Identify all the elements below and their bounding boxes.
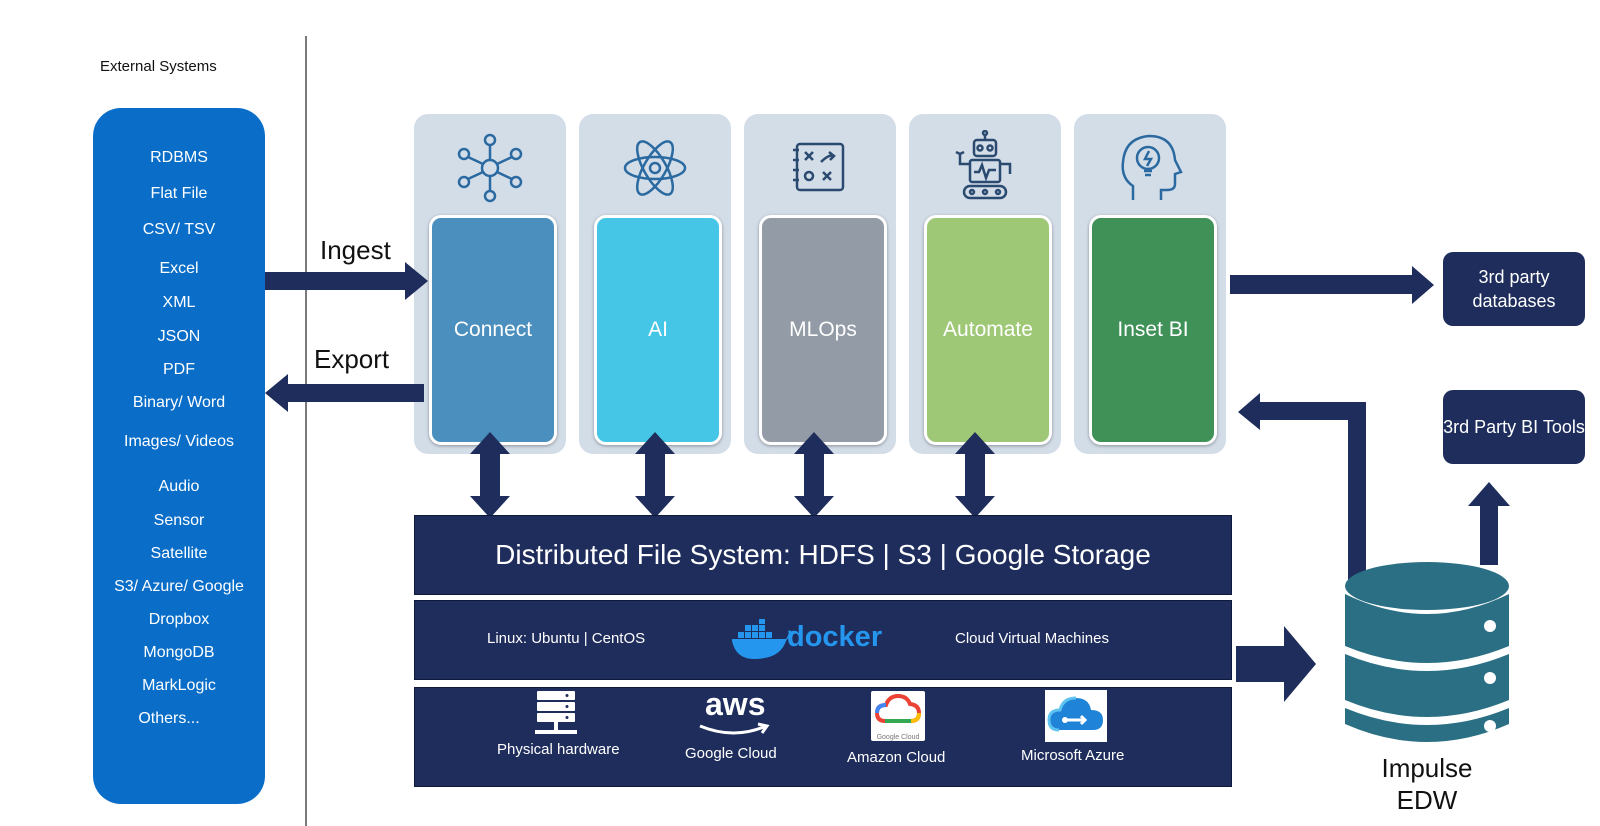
network-hub-icon	[457, 133, 523, 203]
head-lightbulb-icon	[1121, 134, 1183, 200]
infra-label: Microsoft Azure	[1021, 747, 1125, 764]
inset-bi-module: Inset BI	[1089, 215, 1217, 445]
vertical-divider	[305, 36, 307, 826]
external-systems-title: External Systems	[100, 58, 217, 75]
mlops-dfs-arrow	[794, 432, 834, 518]
robot-icon	[955, 130, 1012, 200]
module-label: Connect	[453, 318, 533, 341]
external-systems-panel: RDBMS Flat File CSV/ TSV Excel XML JSON …	[93, 108, 265, 804]
server-rack-icon	[535, 691, 577, 734]
strategy-board-icon	[793, 142, 845, 192]
aws-logo-icon: aws	[705, 686, 766, 722]
module-label: MLOps	[789, 318, 857, 341]
external-item: PDF	[163, 361, 195, 378]
edw-to-bi-tools-arrow	[1468, 482, 1510, 565]
external-item: S3/ Azure/ Google	[114, 578, 244, 595]
external-item: XML	[162, 294, 196, 311]
infra-label: Physical hardware	[497, 741, 620, 758]
automate-module: Automate	[924, 215, 1052, 445]
ai-module: AI	[594, 215, 722, 445]
module-label: Automate	[943, 318, 1033, 341]
third-party-bi-tools-label: 3rd Party BI Tools	[1443, 417, 1585, 437]
external-item: Sensor	[153, 512, 205, 529]
automate-dfs-arrow	[955, 432, 995, 518]
ai-dfs-arrow	[635, 432, 675, 518]
infra-label: Google Cloud	[685, 745, 777, 762]
external-item: Excel	[159, 260, 199, 277]
aws-smile-icon	[699, 722, 770, 735]
module-label: AI	[648, 318, 668, 341]
edw-label: Impulse EDW	[1381, 753, 1473, 815]
edw-database-icon	[1345, 562, 1509, 742]
ingest-label: Ingest	[320, 235, 391, 265]
external-item: Audio	[158, 478, 200, 495]
export-label: Export	[314, 344, 390, 374]
docker-whale-icon	[732, 619, 792, 659]
third-party-databases-label: 3rd party databases	[1472, 267, 1556, 311]
cloud-vm-label: Cloud Virtual Machines	[955, 630, 1109, 647]
external-item: Satellite	[150, 545, 208, 562]
infra-label: Amazon Cloud	[847, 749, 946, 766]
google-cloud-logo-text: Google Cloud	[876, 734, 920, 741]
third-party-databases-box: 3rd party databases	[1443, 252, 1585, 326]
docker-logo-text: docker	[787, 621, 883, 653]
external-item: Dropbox	[148, 611, 210, 628]
export-arrow	[265, 374, 424, 412]
linux-label: Linux: Ubuntu | CentOS	[487, 630, 646, 647]
infra-to-edw-arrow	[1236, 626, 1316, 702]
databases-arrow	[1230, 266, 1434, 304]
distributed-file-system-band: Distributed File System: HDFS | S3 | Goo…	[414, 515, 1232, 595]
external-item: Flat File	[150, 185, 208, 202]
google-cloud-logo-icon: Google Cloud	[871, 691, 925, 741]
platform-band: Linux: Ubuntu | CentOS docker Cloud Virt…	[414, 600, 1232, 680]
mlops-module: MLOps	[759, 215, 887, 445]
external-item: Others...	[138, 710, 200, 727]
module-label: Inset BI	[1117, 318, 1189, 341]
third-party-bi-tools-box: 3rd Party BI Tools	[1443, 390, 1585, 464]
external-item: RDBMS	[150, 149, 208, 166]
external-item: CSV/ TSV	[142, 221, 216, 238]
external-item: Images/ Videos	[124, 433, 234, 450]
ingest-arrow	[265, 262, 428, 300]
external-item: MongoDB	[143, 644, 215, 661]
connect-dfs-arrow	[470, 432, 510, 518]
external-item: JSON	[157, 328, 201, 345]
dfs-label: Distributed File System: HDFS | S3 | Goo…	[495, 539, 1151, 570]
edw-to-bi-arrow	[1238, 393, 1366, 580]
connect-module: Connect	[429, 215, 557, 445]
external-item: MarkLogic	[142, 677, 216, 694]
external-item: Binary/ Word	[132, 394, 226, 411]
azure-cloud-icon	[1045, 690, 1107, 742]
infrastructure-band: Physical hardware aws Google Cloud Googl…	[414, 686, 1232, 787]
atom-icon	[623, 140, 687, 196]
